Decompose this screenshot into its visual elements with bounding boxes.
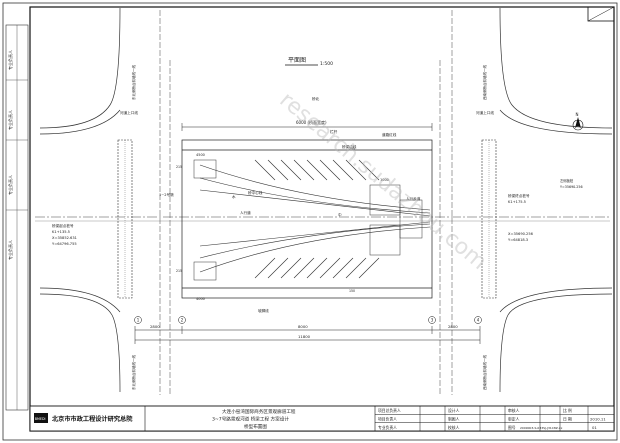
coord-right-a: K1+175.5	[508, 200, 526, 204]
drawing-number: 2009003-S-033SJ-J31C8Z.xx	[520, 426, 563, 430]
reference-circles: 1 2 3 4	[134, 316, 482, 324]
corner-box	[587, 6, 615, 22]
role-label: 设计人	[448, 408, 460, 413]
dim-4000: 4000	[196, 297, 205, 301]
coord-right-tag: 左侧板桩	[560, 178, 574, 183]
curved-paths	[199, 164, 431, 273]
label-road-upper-right: 河道上口线	[476, 110, 494, 115]
date-label: 日 期	[563, 417, 572, 422]
label-side-walk-right: 人行步道	[406, 196, 421, 201]
date-value: 2010.11	[590, 417, 606, 422]
road-curves	[39, 7, 613, 393]
north-label: N	[576, 112, 579, 117]
side-stamp-item: 专业负责人	[7, 50, 13, 70]
vert-right-1: 西南侧桥台前墙线一线	[482, 65, 487, 100]
title-block: BMEDI 北京市市政工程设计研究总院 大连小窑湾国际商务区景观廊道工程 3~7…	[29, 405, 615, 432]
side-stamp-item: 专业负责人	[7, 110, 13, 130]
label-sidewalk: 人行道	[240, 210, 251, 215]
side-stamp-item: 专业负责人	[7, 240, 13, 260]
role-label: 项目负责人	[378, 417, 397, 422]
coord-left-a: K1+135.5	[52, 230, 70, 234]
label-railing: 栏杆	[330, 129, 338, 134]
plan-scale: 1:500	[320, 61, 333, 67]
coord-left-c: Y=64796.755	[52, 242, 77, 246]
dim-150: 150	[349, 289, 355, 293]
dim-top-span: 6000 (桥面宽度)	[296, 119, 327, 125]
label-water: 水	[232, 194, 236, 199]
bottom-dimensions	[134, 326, 481, 344]
dim-1000: 1000	[380, 178, 389, 182]
north-arrow: N	[572, 112, 584, 131]
label-arrow: 桥北	[312, 96, 320, 101]
coord-left-tag: 桥梁起点桩号	[52, 223, 74, 228]
label-center: 中	[338, 212, 342, 217]
bridge-deck	[181, 139, 433, 299]
company-name: 北京市市政工程设计研究总院	[52, 415, 133, 423]
vert-left-1: 东北侧桥台前墙线一线	[131, 65, 136, 100]
coord-right-tag2: 桥梁终点桩号	[508, 193, 530, 198]
stamp-number: 01	[592, 425, 597, 430]
label-pier: 1~2号墩	[159, 192, 174, 197]
project-line-3: 桥型布置图	[244, 423, 267, 430]
dim-bottom-right: 2800	[448, 324, 458, 329]
dim-bottom-left: 2800	[150, 324, 160, 329]
hatch-zone	[254, 159, 380, 279]
role-label: 审核人	[508, 408, 520, 413]
coord-right-c: Y=64818.3	[508, 238, 528, 242]
abutment-right	[481, 139, 497, 299]
dim-250: 250	[349, 147, 355, 151]
dim-4500: 4500	[196, 153, 205, 157]
coord-right: 桥梁终点桩号 K1+175.5 X=35690.256 Y=64818.3 Y=…	[508, 178, 583, 242]
label-bridge-side: 桥梁边线	[342, 144, 357, 149]
circle-label: 2	[181, 318, 184, 323]
coord-right-b: X=35690.256	[508, 232, 534, 236]
label-road-upper-left: 河道上口线	[120, 110, 138, 115]
label-axis: 桥中心线	[248, 190, 263, 195]
dim-215b: 215	[176, 269, 182, 273]
side-stamp-item: 专业负责人	[7, 175, 13, 195]
circle-label: 3	[431, 318, 434, 323]
vert-right-2: 西南侧桥台前墙线一线	[482, 355, 487, 390]
dim-bottom-total: 11800	[298, 334, 311, 339]
dim-bottom-mid: 8000	[298, 324, 308, 329]
coord-left: 桥梁起点桩号 K1+135.5 X=35852.631 Y=64796.755	[52, 223, 77, 246]
circle-label: 1	[137, 318, 140, 323]
deck-boxes	[193, 159, 423, 281]
project-line-2: 3~7号路景观河道 桥梁工程 方案设计	[212, 416, 289, 423]
label-road-edge: 道路红线	[382, 132, 397, 137]
coord-right-d: Y=35690.256	[560, 185, 583, 189]
abutment-left	[117, 139, 133, 299]
dim-215a: 215	[176, 165, 182, 169]
vert-left-2: 东北侧桥台前墙线一线	[131, 355, 136, 390]
company-logo	[34, 413, 48, 423]
plan-title: 平面图	[288, 57, 306, 64]
top-dimension: 6000 (桥面宽度)	[181, 119, 433, 131]
role-label: 审定人	[508, 417, 520, 422]
role-label: 项目总负责人	[378, 408, 401, 413]
company-logo-text: BMEDI	[35, 417, 46, 421]
role-label: 校核人	[448, 425, 460, 430]
label-slope: 坡脚线	[258, 308, 269, 313]
role-label: 图号	[508, 425, 516, 430]
coord-left-b: X=35852.631	[52, 236, 77, 240]
circle-label: 4	[477, 318, 480, 323]
side-stamp: 专业负责人 专业负责人 专业负责人 专业负责人	[5, 24, 29, 411]
role-label: 专业负责人	[378, 425, 397, 430]
vertical-guides	[159, 10, 453, 395]
role-label: 制图人	[448, 417, 460, 422]
scale-label: 比 例	[563, 408, 572, 413]
project-line-1: 大连小窑湾国际商务区景观廊道工程	[222, 408, 296, 415]
